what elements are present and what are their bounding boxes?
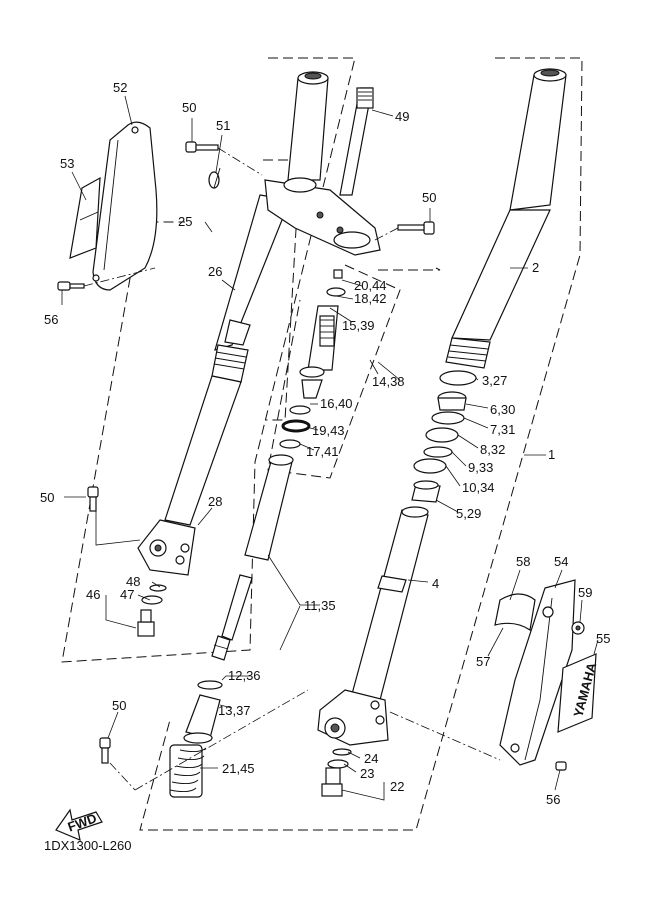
callout-23: 23 <box>360 766 374 781</box>
callout-48: 48 <box>126 574 140 589</box>
fwd-arrow-icon: FWD <box>55 808 103 841</box>
callout-52: 52 <box>113 80 127 95</box>
bolt-50-bracket <box>397 221 435 235</box>
nut-59 <box>571 621 585 635</box>
leader-lines <box>61 95 599 801</box>
callout-28: 28 <box>208 494 222 509</box>
callout-26: 26 <box>208 264 222 279</box>
callout-18-42: 18,42 <box>354 291 387 306</box>
callout-49: 49 <box>395 109 409 124</box>
bolt-assembly-46 <box>137 584 167 637</box>
callout-55: 55 <box>596 631 610 646</box>
callout-50-left-mid: 50 <box>40 490 54 505</box>
callout-22: 22 <box>390 779 404 794</box>
callout-4: 4 <box>432 576 439 591</box>
callout-8-32: 8,32 <box>480 442 505 457</box>
bolt-assembly-22 <box>321 748 352 797</box>
callout-56-lower: 56 <box>546 792 560 807</box>
callout-11-35: 11,35 <box>304 598 336 613</box>
callout-50-bracket: 50 <box>422 190 436 205</box>
callout-16-40: 16,40 <box>320 396 353 411</box>
callout-56-upper: 56 <box>44 312 58 327</box>
callout-7-31: 7,31 <box>490 422 515 437</box>
callout-1: 1 <box>548 447 555 462</box>
callout-46: 46 <box>86 587 100 602</box>
callout-47: 47 <box>120 587 134 602</box>
screw-56-upper <box>57 281 85 291</box>
left-outer-tube-26 <box>137 71 329 576</box>
callout-24: 24 <box>364 751 378 766</box>
callout-2: 2 <box>532 260 539 275</box>
callout-59: 59 <box>578 585 592 600</box>
bolt-50-lower-left <box>99 737 111 764</box>
callout-25: 25 <box>178 214 192 229</box>
pin-51 <box>208 167 221 189</box>
cartridge-components <box>279 269 346 449</box>
number-plate-52 <box>92 121 158 291</box>
callout-20-44: 20,44 <box>354 278 387 293</box>
callout-14-38: 14,38 <box>372 374 405 389</box>
inner-tube-4 <box>317 506 429 746</box>
seal-stack <box>411 370 477 503</box>
callout-50-upper-left: 50 <box>182 100 196 115</box>
damper-rod-11-35 <box>169 454 294 798</box>
callout-6-30: 6,30 <box>490 402 515 417</box>
callout-58: 58 <box>516 554 530 569</box>
bolt-50-upper-left <box>185 141 219 153</box>
callout-51: 51 <box>216 118 230 133</box>
guard-clip-58 <box>494 593 536 632</box>
callout-3-27: 3,27 <box>482 373 507 388</box>
callout-labels: 52 53 56 50 51 25 26 49 50 2 20,44 18,42… <box>40 80 610 807</box>
callout-13-37: 13,37 <box>218 703 251 718</box>
callout-21-45: 21,45 <box>222 761 255 776</box>
callout-19-43: 19,43 <box>312 423 345 438</box>
callout-50-lower-left: 50 <box>112 698 126 713</box>
under-bracket <box>264 177 381 256</box>
callout-10-34: 10,34 <box>462 480 495 495</box>
callout-5-29: 5,29 <box>456 506 481 521</box>
callout-57: 57 <box>476 654 490 669</box>
fork-guard-54 <box>499 579 576 766</box>
right-outer-tube-2 <box>445 68 567 369</box>
callout-54: 54 <box>554 554 568 569</box>
bolt-50-left-mid <box>87 486 99 512</box>
callout-15-39: 15,39 <box>342 318 375 333</box>
callout-53: 53 <box>60 156 74 171</box>
callout-17-41: 17,41 <box>306 444 339 459</box>
callout-12-36: 12,36 <box>228 668 261 683</box>
callout-9-33: 9,33 <box>468 460 493 475</box>
screw-56-lower <box>555 761 567 771</box>
diagram-code: 1DX1300-L260 <box>44 838 131 853</box>
steering-stem-49 <box>339 87 374 196</box>
decal-53 <box>69 176 101 259</box>
